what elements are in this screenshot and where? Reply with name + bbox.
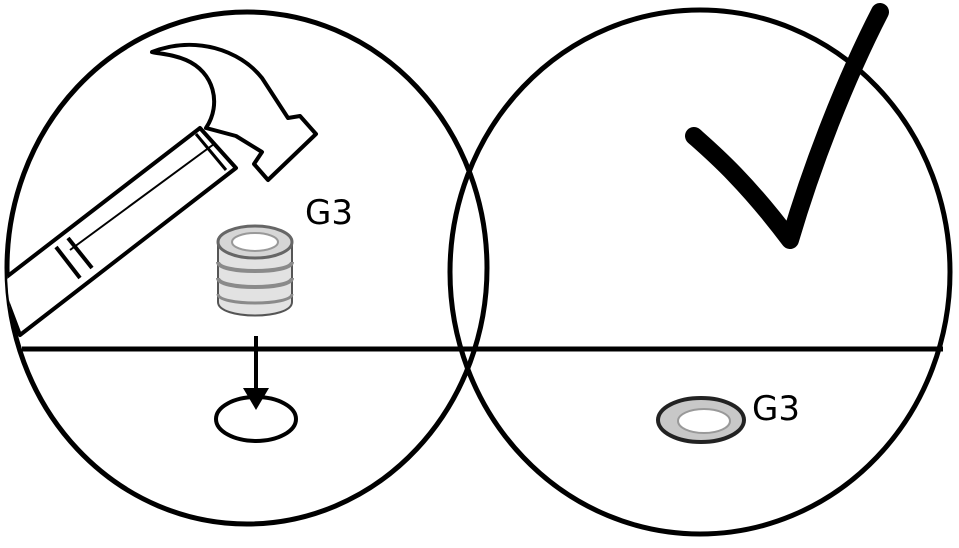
panel-right: G3 [450, 10, 950, 534]
installed-part-icon [658, 398, 744, 442]
panel-right-circle [450, 10, 950, 534]
panel-left: G3 [0, 12, 487, 524]
insert-part-icon [218, 226, 292, 316]
checkmark-icon [694, 12, 880, 240]
installed-part-label: G3 [752, 389, 800, 429]
insert-part-label: G3 [305, 193, 353, 233]
